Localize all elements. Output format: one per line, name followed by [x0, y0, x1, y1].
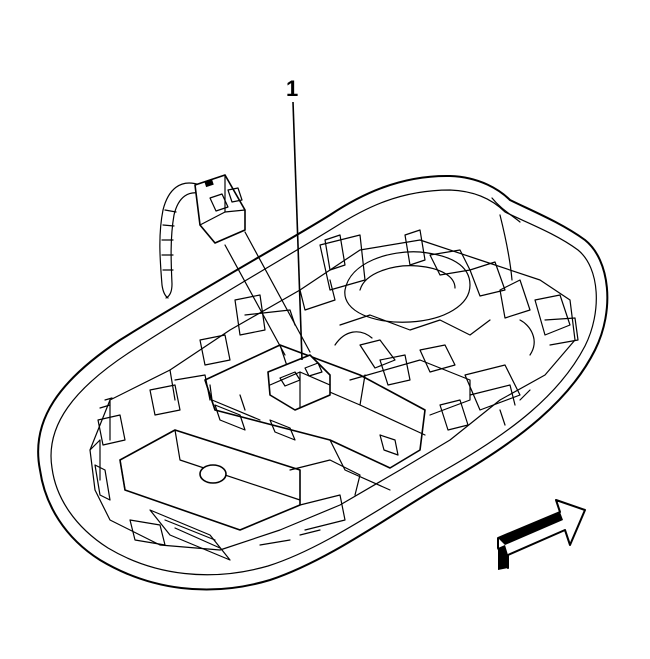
connector-alignment-lines: [224, 231, 311, 356]
wire-harness: [159, 182, 207, 299]
right-mechanism: [324, 229, 579, 431]
console-housing: [37, 174, 609, 591]
front-module: [119, 429, 361, 561]
round-button: [199, 464, 227, 484]
electrical-connector: [194, 174, 246, 244]
module-connector: [267, 354, 331, 411]
left-end-details: [94, 334, 321, 546]
rear-opening: [344, 251, 471, 323]
callout-leader-line: [292, 101, 303, 361]
callout-label: 1: [286, 76, 298, 101]
direction-arrow: [497, 499, 586, 570]
callout-1: 1: [286, 76, 303, 361]
electronic-module: [204, 344, 471, 491]
